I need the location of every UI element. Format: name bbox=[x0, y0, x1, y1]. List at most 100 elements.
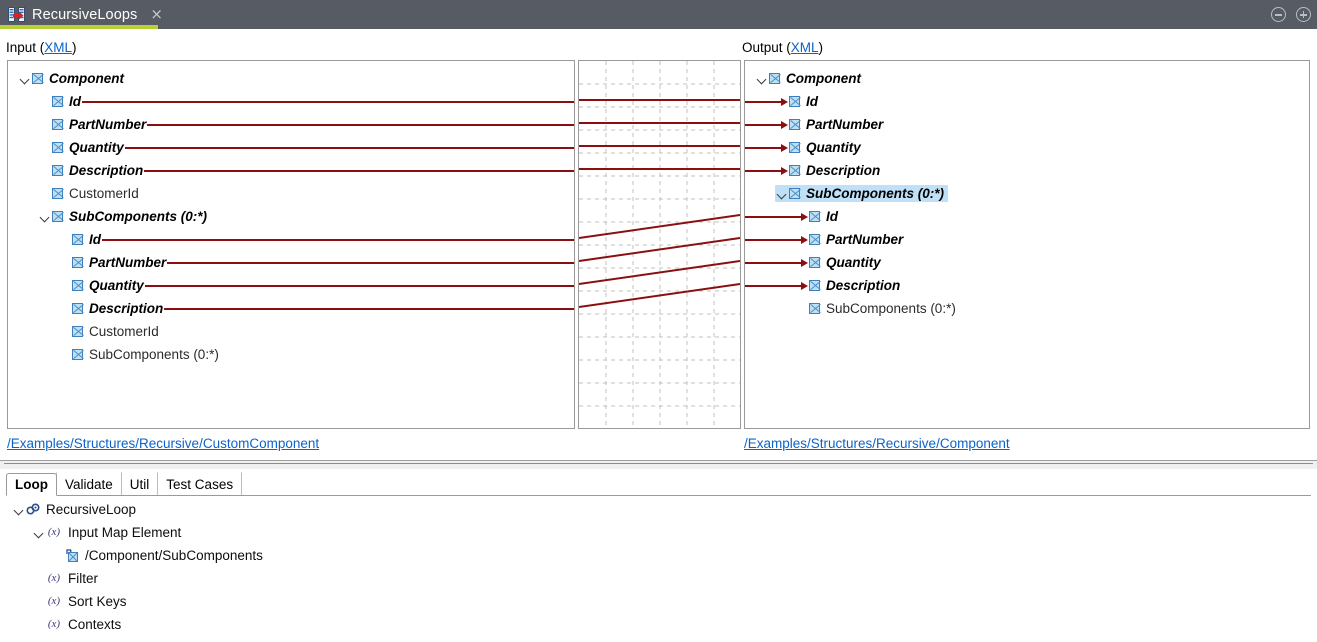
loop-tree-row-input-map-element[interactable]: (x)Input Map Element bbox=[0, 521, 1317, 544]
tree-node-content: SubComponents (0:*) bbox=[795, 300, 960, 317]
tree-node-content: PartNumber bbox=[795, 231, 907, 248]
tree-node-label: PartNumber bbox=[69, 117, 147, 132]
tree-node-label: SubComponents (0:*) bbox=[826, 301, 956, 316]
tree-node-label: Description bbox=[69, 163, 144, 178]
horizontal-splitter[interactable] bbox=[0, 460, 1317, 470]
output-tree-row-id[interactable]: Id bbox=[745, 205, 1309, 228]
maximize-icon[interactable] bbox=[1296, 7, 1311, 22]
mapping-link-diagonal[interactable] bbox=[579, 260, 740, 285]
tree-indent-spacer bbox=[58, 325, 72, 339]
loop-tree-label: /Component/SubComponents bbox=[85, 548, 263, 563]
chevron-down-icon[interactable] bbox=[38, 210, 52, 224]
close-icon[interactable]: × bbox=[150, 5, 163, 23]
xml-element-icon bbox=[32, 73, 43, 84]
output-panel-label: Output (XML) bbox=[742, 40, 823, 55]
tree-node-content: PartNumber bbox=[775, 116, 887, 133]
input-tree-row-subcomponents-0[interactable]: SubComponents (0:*) bbox=[8, 205, 574, 228]
mapping-line-stub bbox=[145, 285, 574, 287]
mapping-arrowhead-icon bbox=[801, 212, 808, 221]
tree-node-label: PartNumber bbox=[806, 117, 884, 132]
editor-tab-recursiveloops[interactable]: RecursiveLoops × bbox=[0, 0, 173, 29]
output-tree-row-subcomponents-0[interactable]: SubComponents (0:*) bbox=[745, 182, 1309, 205]
tree-node-label: PartNumber bbox=[826, 232, 904, 247]
chevron-down-icon[interactable] bbox=[755, 72, 769, 86]
mapping-arrowhead-icon bbox=[801, 281, 808, 290]
tab-validate[interactable]: Validate bbox=[56, 472, 122, 495]
xml-element-icon bbox=[789, 96, 800, 107]
xml-element-icon bbox=[809, 234, 820, 245]
output-tree-row-id[interactable]: Id bbox=[745, 90, 1309, 113]
input-tree-row-description[interactable]: Description bbox=[8, 297, 574, 320]
output-tree-row-quantity[interactable]: Quantity bbox=[745, 251, 1309, 274]
input-tree-row-id[interactable]: Id bbox=[8, 228, 574, 251]
loop-tree-label: Filter bbox=[68, 571, 98, 586]
mapping-line-incoming bbox=[745, 147, 782, 149]
input-tree-row-description[interactable]: Description bbox=[8, 159, 574, 182]
tree-node-label: Description bbox=[826, 278, 901, 293]
mapping-link-diagonal[interactable] bbox=[579, 214, 740, 239]
output-tree-row-partnumber[interactable]: PartNumber bbox=[745, 228, 1309, 251]
loop-tree-label: Input Map Element bbox=[68, 525, 182, 540]
selected-node-highlight: SubComponents (0:*) bbox=[775, 185, 948, 202]
xml-element-icon bbox=[72, 326, 83, 337]
loop-tree-row-filter[interactable]: (x)Filter bbox=[0, 567, 1317, 590]
tree-indent-spacer bbox=[32, 572, 46, 586]
minimize-icon[interactable] bbox=[1271, 7, 1286, 22]
mapping-line-stub bbox=[164, 308, 574, 310]
title-bar: RecursiveLoops × bbox=[0, 0, 1317, 29]
output-tree-row-subcomponents-0[interactable]: SubComponents (0:*) bbox=[745, 297, 1309, 320]
input-xml-link[interactable]: XML bbox=[44, 40, 73, 55]
tab-test-cases[interactable]: Test Cases bbox=[157, 472, 243, 495]
input-tree-row-component[interactable]: Component bbox=[8, 67, 574, 90]
mapping-link-diagonal[interactable] bbox=[579, 283, 740, 308]
tab-title: RecursiveLoops bbox=[32, 6, 138, 23]
input-tree-row-partnumber[interactable]: PartNumber bbox=[8, 113, 574, 136]
input-tree-row-quantity[interactable]: Quantity bbox=[8, 136, 574, 159]
mapping-grid-panel[interactable] bbox=[578, 60, 741, 429]
tab-util[interactable]: Util bbox=[120, 472, 159, 495]
output-structure-path-link[interactable]: /Examples/Structures/Recursive/Component bbox=[744, 436, 1010, 451]
xml-element-icon bbox=[52, 142, 63, 153]
input-tree-row-id[interactable]: Id bbox=[8, 90, 574, 113]
loop-tree-row-contexts[interactable]: (x)Contexts bbox=[0, 613, 1317, 636]
input-tree-row-partnumber[interactable]: PartNumber bbox=[8, 251, 574, 274]
mapping-grid-canvas bbox=[579, 61, 740, 428]
output-xml-link[interactable]: XML bbox=[790, 40, 819, 55]
mapping-line-incoming bbox=[745, 170, 782, 172]
tree-indent-spacer bbox=[38, 95, 52, 109]
loop-tree-row-component-subcomponents[interactable]: /Component/SubComponents bbox=[0, 544, 1317, 567]
output-tree-row-quantity[interactable]: Quantity bbox=[745, 136, 1309, 159]
tree-indent-spacer bbox=[38, 164, 52, 178]
output-tree-row-description[interactable]: Description bbox=[745, 159, 1309, 182]
loop-tree-row-recursiveloop[interactable]: RecursiveLoop bbox=[0, 498, 1317, 521]
output-label-suffix: ) bbox=[818, 40, 824, 55]
chevron-down-icon[interactable] bbox=[18, 72, 32, 86]
input-structure-path-link[interactable]: /Examples/Structures/Recursive/CustomCom… bbox=[7, 436, 320, 451]
output-tree-row-component[interactable]: Component bbox=[745, 67, 1309, 90]
chevron-down-icon[interactable] bbox=[12, 503, 26, 517]
mapping-arrowhead-icon bbox=[781, 166, 788, 175]
input-tree-row-quantity[interactable]: Quantity bbox=[8, 274, 574, 297]
output-tree-row-description[interactable]: Description bbox=[745, 274, 1309, 297]
xml-element-icon bbox=[52, 188, 63, 199]
input-tree-row-customerid[interactable]: CustomerId bbox=[8, 320, 574, 343]
loop-tree-row-sort-keys[interactable]: (x)Sort Keys bbox=[0, 590, 1317, 613]
chevron-down-icon[interactable] bbox=[775, 187, 789, 201]
xml-element-icon bbox=[809, 303, 820, 314]
input-tree-row-customerid[interactable]: CustomerId bbox=[8, 182, 574, 205]
mapping-arrowhead-icon bbox=[801, 235, 808, 244]
mapping-link-diagonal[interactable] bbox=[579, 237, 740, 262]
tab-loop[interactable]: Loop bbox=[6, 473, 57, 496]
xml-element-icon bbox=[789, 142, 800, 153]
tree-node-content: Quantity bbox=[775, 139, 865, 156]
input-tree-row-subcomponents-0[interactable]: SubComponents (0:*) bbox=[8, 343, 574, 366]
xml-element-icon bbox=[809, 211, 820, 222]
output-tree-row-partnumber[interactable]: PartNumber bbox=[745, 113, 1309, 136]
tree-node-label: CustomerId bbox=[89, 324, 159, 339]
chevron-down-icon[interactable] bbox=[32, 526, 46, 540]
